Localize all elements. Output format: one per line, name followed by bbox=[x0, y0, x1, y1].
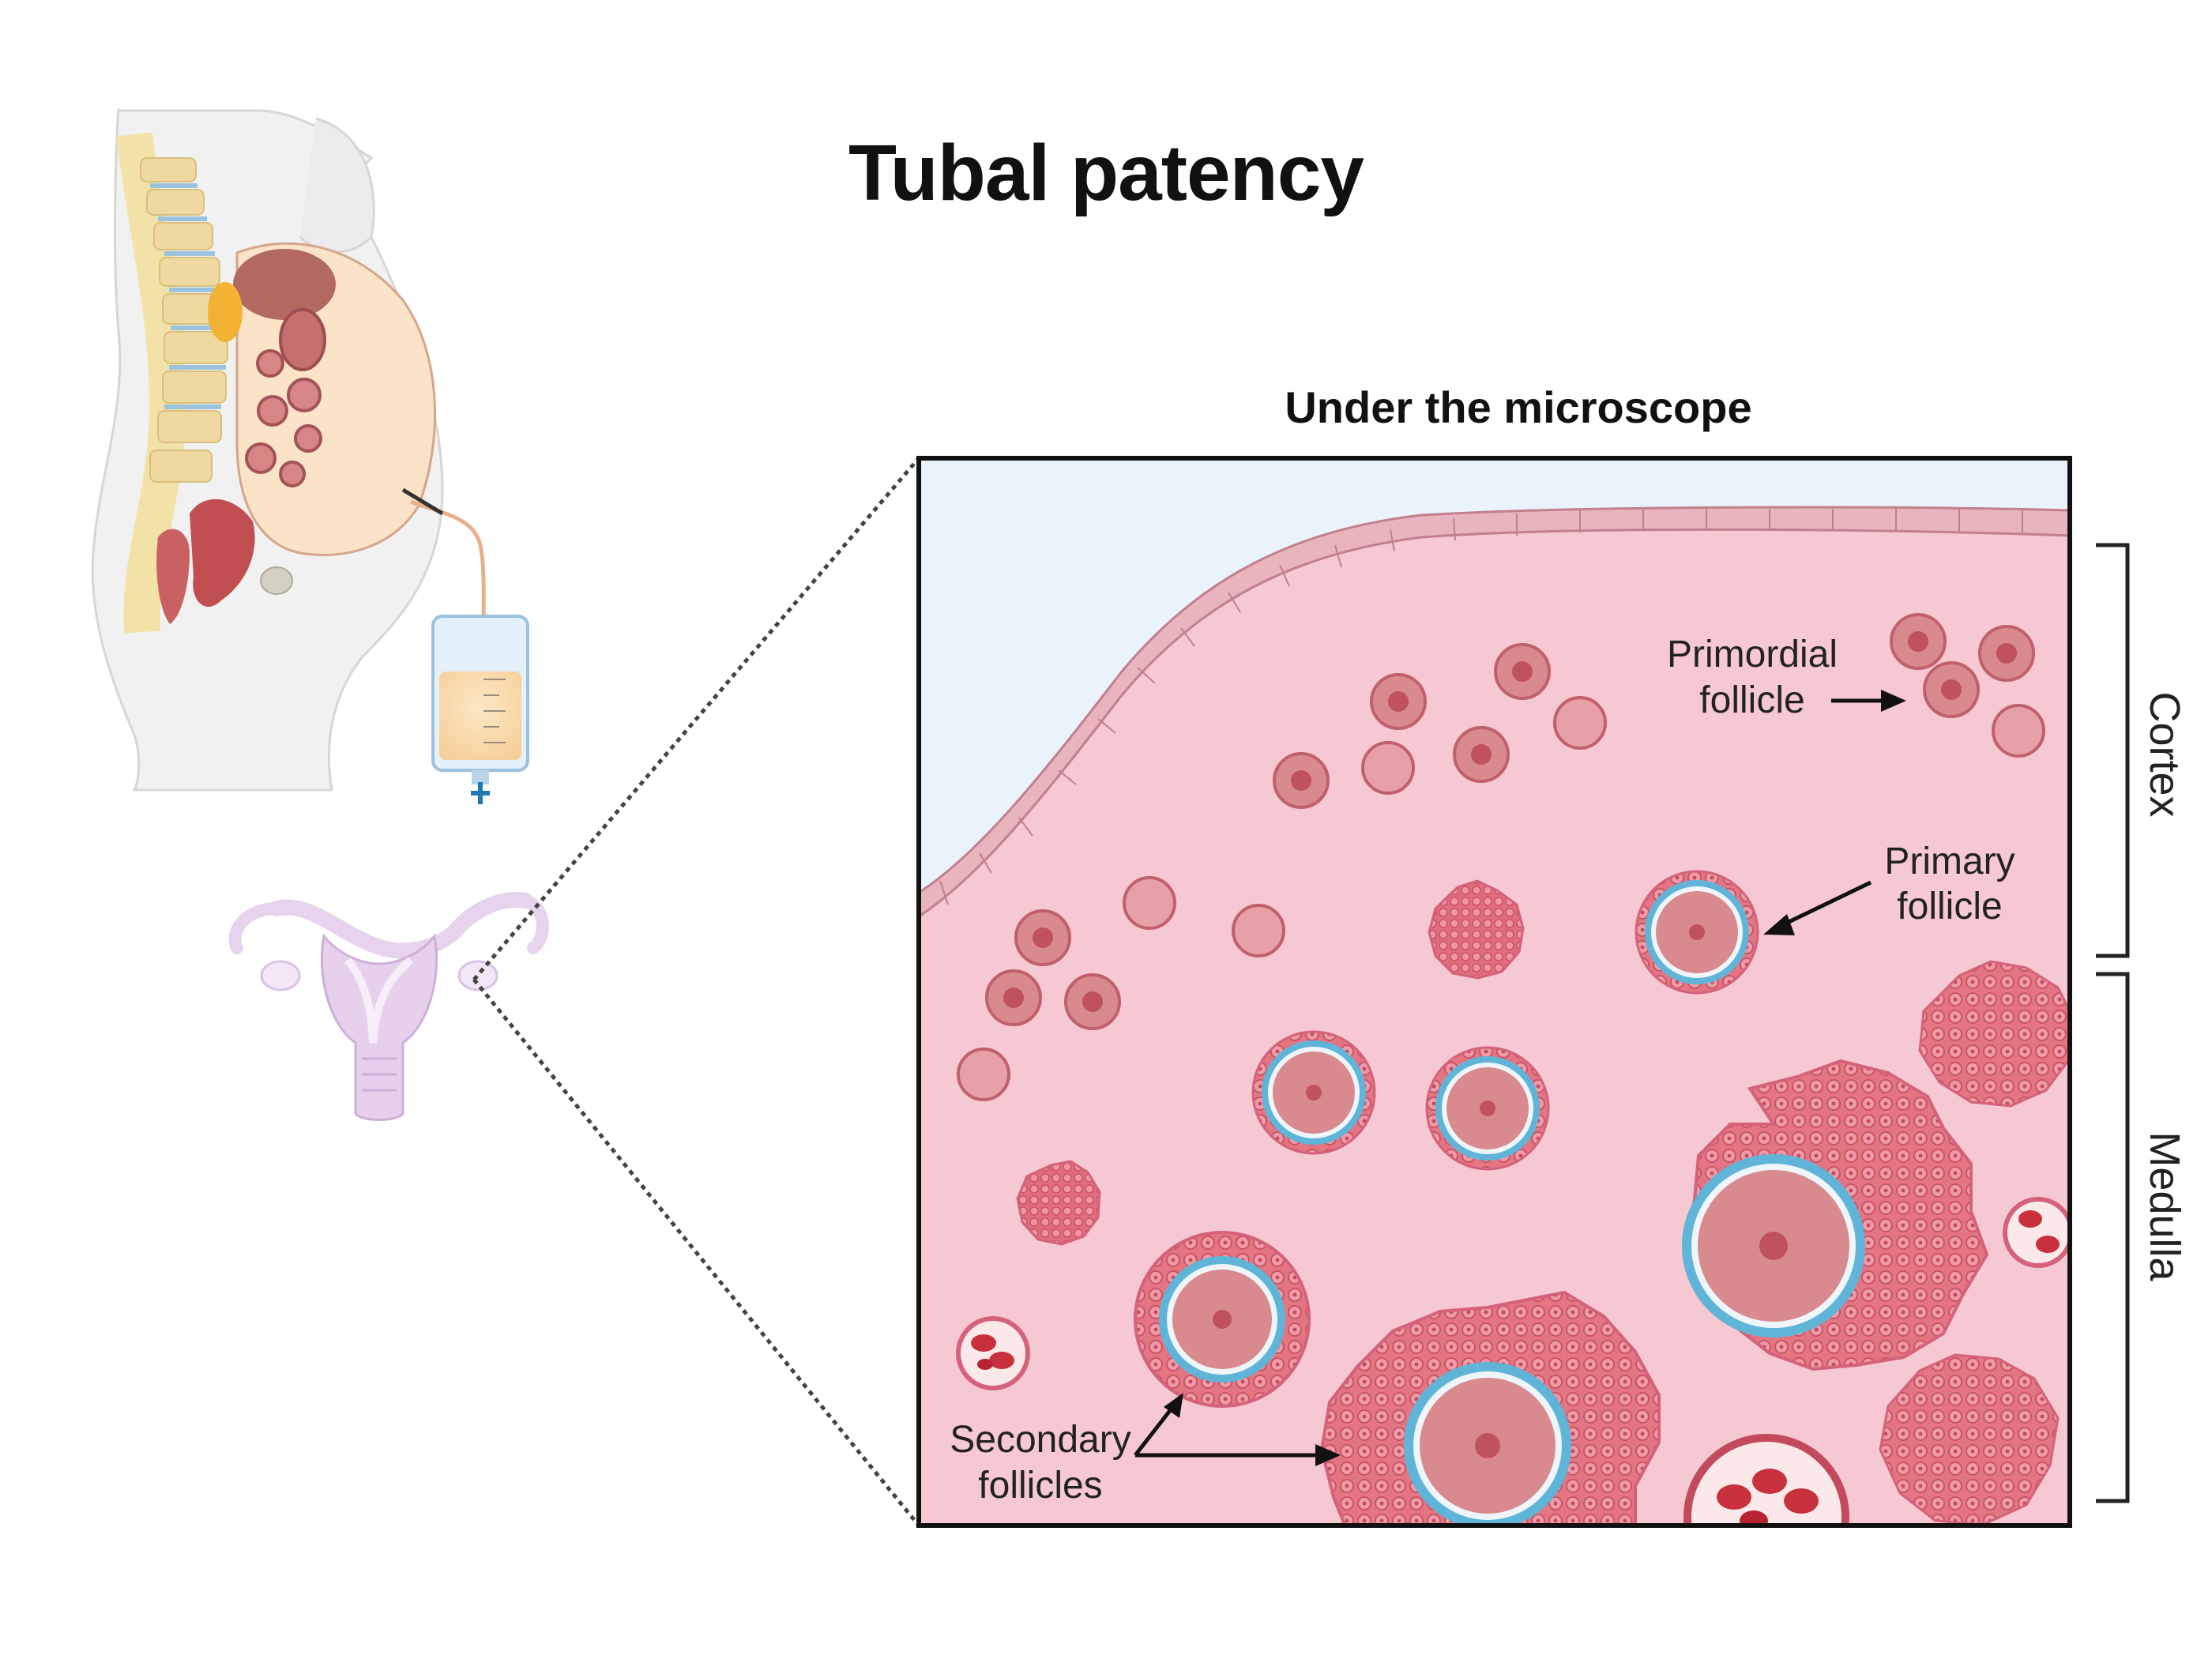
blood-vessels bbox=[956, 1197, 2070, 1525]
diagram-title: Tubal patency bbox=[848, 129, 1364, 217]
secondary-label-line2: follicles bbox=[978, 1465, 1102, 1507]
cortex-bracket: Cortex bbox=[2096, 543, 2188, 958]
primary-label-line1: Primary bbox=[1884, 841, 2014, 882]
uterus-icon bbox=[228, 892, 549, 1121]
primordial-label-line2: follicle bbox=[1699, 679, 1804, 721]
microscope-panel bbox=[919, 458, 2070, 1525]
cortex-label: Cortex bbox=[2141, 691, 2188, 817]
primary-label-line2: follicle bbox=[1897, 886, 2002, 927]
medulla-label: Medulla bbox=[2141, 1131, 2188, 1281]
iv-bag-icon bbox=[431, 615, 529, 804]
medulla-bracket: Medulla bbox=[2096, 972, 2188, 1503]
primordial-label: Primordial follicle bbox=[1667, 634, 1906, 721]
primary-follicles bbox=[1251, 870, 1759, 1171]
patient-illustration bbox=[91, 107, 529, 804]
panel-frame bbox=[916, 456, 2072, 1528]
primary-label: Primary follicle bbox=[1763, 841, 2015, 935]
panel-heading: Under the microscope bbox=[1285, 382, 1751, 432]
primordial-label-line1: Primordial bbox=[1667, 634, 1838, 675]
secondary-label: Secondary follicles bbox=[950, 1393, 1341, 1507]
zoom-lines bbox=[472, 457, 920, 1527]
primordial-follicles bbox=[957, 613, 2045, 1101]
cell-clusters bbox=[1016, 879, 2070, 1525]
secondary-label-line1: Secondary bbox=[950, 1419, 1130, 1461]
secondary-follicles bbox=[1134, 1059, 1989, 1525]
